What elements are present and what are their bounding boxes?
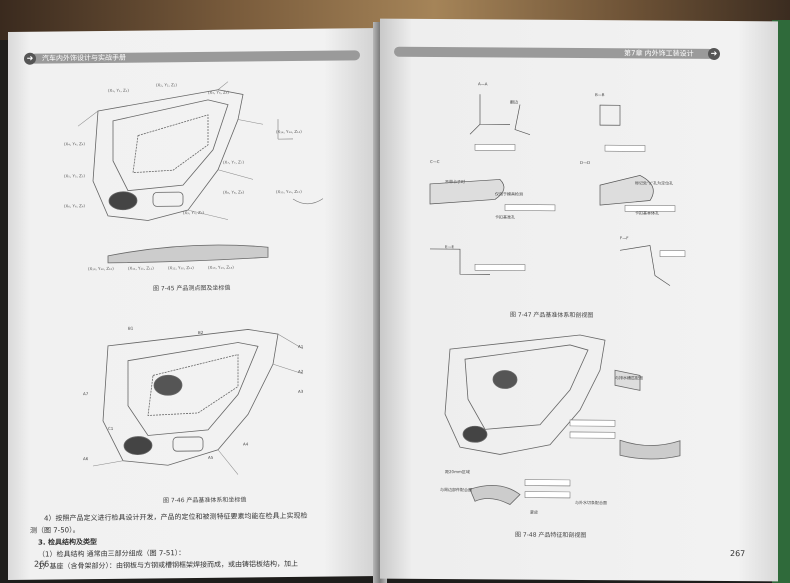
annotation-label: 距20mm区域 [445,469,470,475]
annotation-label: 与外水切条配合面 [575,499,607,506]
datum-label: B1 [128,325,134,331]
body-paragraph: 4）按照产品定义进行检具设计开发，产品的定位和被测特征要素均能在检具上实现检 [44,511,308,523]
figure-7-45-caption: 图 7-45 产品测点图及坐标值 [153,284,231,293]
coord-label: (X₂, Y₂, Z₂) [156,82,177,88]
figure-7-47-caption: 图 7-47 产品基准体系和剖视图 [510,311,594,320]
section-label: E—E [445,244,455,250]
datum-label: A4 [243,441,249,447]
coord-label: (X₄, Y₄, Z₄) [64,141,85,147]
datum-label: A2 [298,368,304,374]
datum-label: A1 [298,343,304,349]
coord-label: (X₈, Y₈, Z₈) [223,189,244,195]
left-header-title: 汽车内外饰设计与实战手册 [42,53,126,63]
coord-label: (X₃, Y₃, Z₃) [208,89,229,95]
datum-label: A7 [83,391,89,397]
datum-label: A3 [298,388,304,394]
coord-label: (X₇, Y₇, Z₇) [223,159,244,165]
annotation-label: 蒙皮 [530,509,538,515]
body-paragraph: （1）检具结构 通常由三部分组成（图 7-51）： [38,549,186,559]
figure-7-47-drawing [429,94,686,286]
figure-7-48-caption: 图 7-48 产品特征和剖视图 [515,531,587,540]
coord-label: (X₁₀, Y₁₀, Z₁₀) [88,265,114,272]
coord-label: (X₅, Y₅, Z₅) [64,173,85,179]
annotation-label: 卡扣基本体孔 [635,210,659,216]
coord-label: (X₁₃, Y₁₃, Z₁₃) [208,264,234,270]
datum-label: C1 [108,425,114,431]
coord-label: (X₁₁, Y₁₁, Z₁₁) [128,265,154,271]
annotation-label: 仅用于模具检测 [495,191,523,197]
right-page-number: 267 [730,549,746,559]
coord-label: (X₁₂, Y₁₂, Z₁₂) [168,265,194,271]
coord-label: (X₆, Y₆, Z₆) [64,203,85,209]
annotation-label: 与排水槽匹配面 [615,375,643,381]
datum-label: B2 [198,329,204,335]
body-paragraph: 测（图 7-50）。 [30,526,80,535]
arrow-right-icon: ➜ [708,47,720,60]
figure-7-45-drawing [77,81,324,264]
section-label: A—A [478,81,488,87]
figure-7-48-drawing [444,334,681,506]
section-heading: 3. 检具结构及类型 [38,538,97,547]
datum-label: A6 [83,456,89,462]
right-header-title: 第7章 内外饰工装设计 [624,49,694,58]
figure-7-46-drawing [92,329,304,475]
annotation-label: 翻边 [510,99,518,105]
section-label: B—B [595,92,605,98]
left-page: ➜ 汽车内外饰设计与实战手册 [8,28,380,580]
coord-label: (X₁₄, Y₁₄, Z₁₄) [276,128,302,135]
annotation-label: 与周边部件配合面 [440,487,472,493]
arrow-left-icon: ➜ [24,52,36,65]
right-header-bar: 第7章 内外饰工装设计 ➜ [394,46,720,60]
figure-7-46-caption: 图 7-46 产品基准体系和坐标值 [163,496,247,505]
section-label: D—D [580,160,591,166]
section-label: C—C [430,158,440,165]
section-label: F—F [620,235,629,241]
annotation-label: 标记处"a"孔为定位孔 [635,180,674,186]
coord-label: (X₁, Y₁, Z₁) [108,87,129,93]
annotation-label: 不带卡子时 [445,179,465,185]
right-page: 第7章 内外饰工装设计 ➜ A—A B [380,18,778,582]
left-header-bar: ➜ 汽车内外饰设计与实战手册 [24,50,360,65]
left-page-number: 266 [34,559,50,569]
coord-label: (X₉, Y₉, Z₉) [183,209,204,216]
coord-label: (X₁₅, Y₁₅, Z₁₅) [276,188,302,195]
datum-label: A5 [208,454,214,460]
body-paragraph: 1）基座（含骨架部分）：由钢板与方钢或槽钢框架焊接而成，或由铸铝板结构，加上 [38,559,298,571]
annotation-label: 卡扣基准孔 [495,214,515,220]
